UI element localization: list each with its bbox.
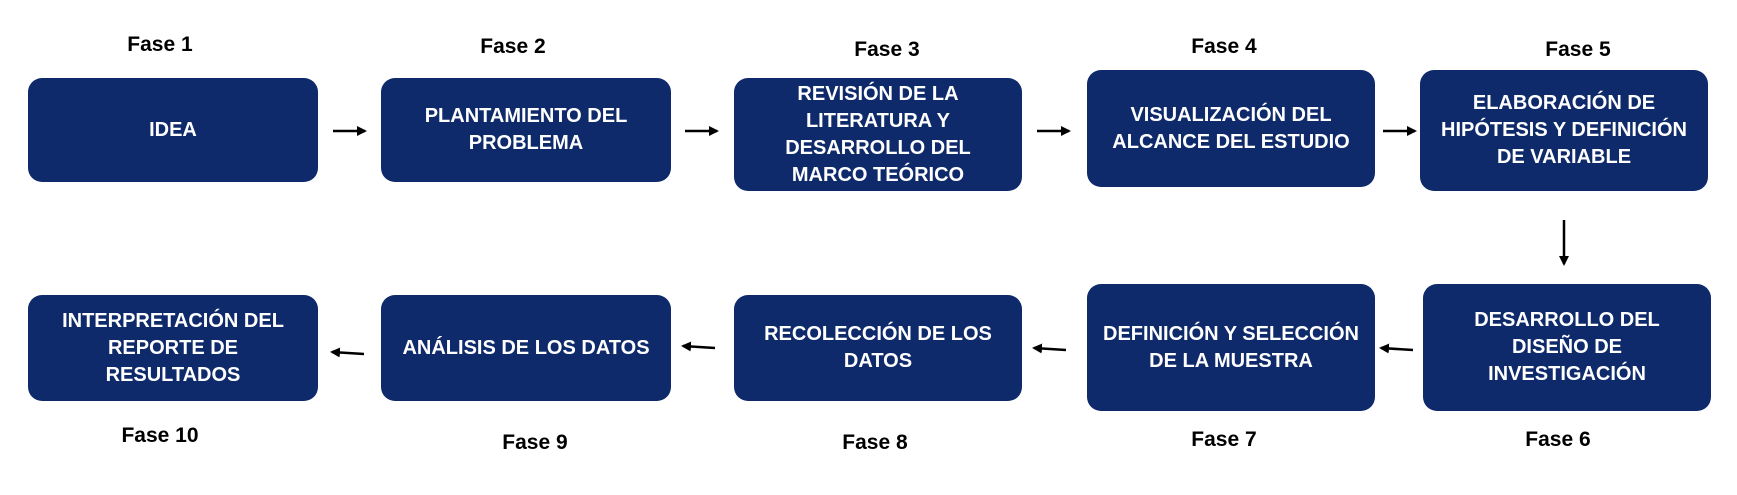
phase-label-4: Fase 4 <box>1191 35 1257 58</box>
phase-text-7: DEFINICIÓN Y SELECCIÓN DE LA MUESTRA <box>1103 322 1359 372</box>
phase-box-9: ANÁLISIS DE LOS DATOS <box>381 295 671 401</box>
phase-label-3: Fase 3 <box>854 38 920 61</box>
arrow-7-to-8 <box>1032 343 1067 354</box>
phase-box-3: REVISIÓN DE LA LITERATURA Y DESARROLLO D… <box>734 78 1022 191</box>
phase-text-9: ANÁLISIS DE LOS DATOS <box>402 336 650 359</box>
phase-label-10: Fase 10 <box>121 424 199 447</box>
arrow-8-to-9 <box>681 341 716 352</box>
phase-box-10: INTERPRETACIÓN DEL REPORTE DE RESULTADOS <box>28 295 318 401</box>
phase-box-4: VISUALIZACIÓN DEL ALCANCE DEL ESTUDIO <box>1087 70 1375 187</box>
phase-box-5: ELABORACIÓN DE HIPÓTESIS Y DEFINICIÓN DE… <box>1420 70 1708 191</box>
arrow-9-to-10 <box>330 347 365 358</box>
arrow-6-to-7 <box>1379 343 1414 354</box>
phase-text-8: RECOLECCIÓN DE LOS DATOS <box>764 323 992 372</box>
phase-text-3: REVISIÓN DE LA LITERATURA Y DESARROLLO D… <box>785 82 971 186</box>
phase-label-7: Fase 7 <box>1191 428 1257 451</box>
phase-text-1: IDEA <box>149 118 197 141</box>
phase-text-6: DESARROLLO DEL DISEÑO DE INVESTIGACIÓN <box>1474 309 1660 385</box>
phase-label-5: Fase 5 <box>1545 38 1611 61</box>
phase-label-9: Fase 9 <box>502 431 568 454</box>
phase-label-6: Fase 6 <box>1525 428 1591 451</box>
phase-text-10: INTERPRETACIÓN DEL REPORTE DE RESULTADOS <box>62 309 284 386</box>
phase-box-2: PLANTAMIENTO DEL PROBLEMA <box>381 78 671 182</box>
phase-box-1: IDEA <box>28 78 318 182</box>
phase-label-1: Fase 1 <box>127 33 193 56</box>
phase-box-6: DESARROLLO DEL DISEÑO DE INVESTIGACIÓN <box>1423 284 1711 411</box>
phase-label-2: Fase 2 <box>480 35 546 58</box>
phase-label-8: Fase 8 <box>842 431 908 454</box>
phase-text-4: VISUALIZACIÓN DEL ALCANCE DEL ESTUDIO <box>1112 103 1350 153</box>
phase-text-2: PLANTAMIENTO DEL PROBLEMA <box>424 105 628 154</box>
phase-box-8: RECOLECCIÓN DE LOS DATOS <box>734 295 1022 401</box>
phase-box-7: DEFINICIÓN Y SELECCIÓN DE LA MUESTRA <box>1087 284 1375 411</box>
phase-text-5: ELABORACIÓN DE HIPÓTESIS Y DEFINICIÓN DE… <box>1441 92 1687 168</box>
